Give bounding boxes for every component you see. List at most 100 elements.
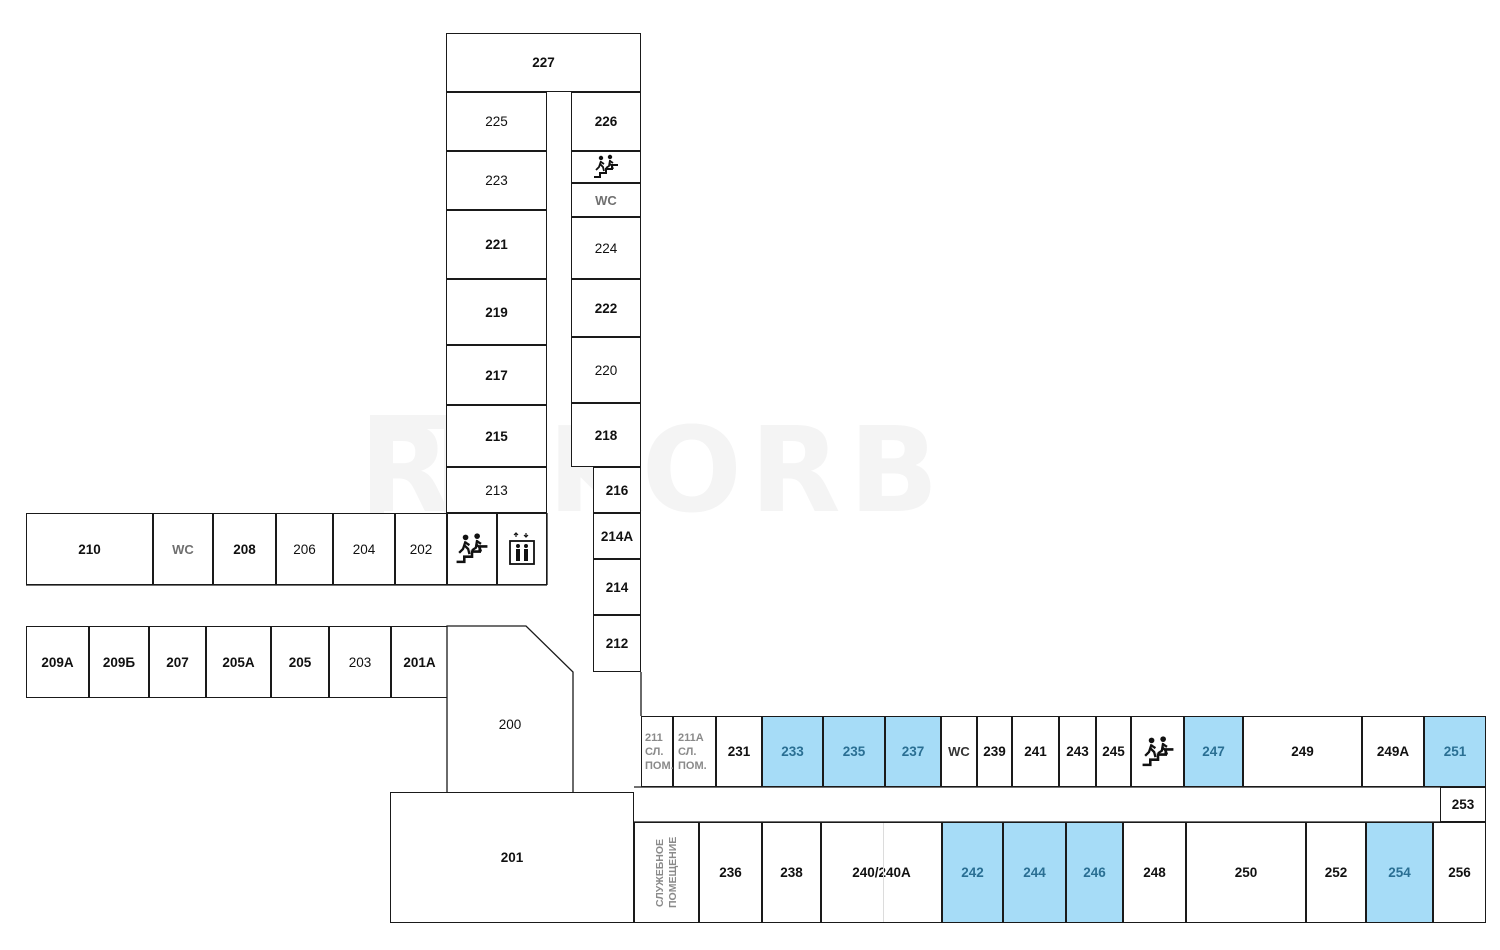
room-239[interactable]: 239 bbox=[977, 716, 1012, 787]
elevator-icon bbox=[509, 532, 535, 565]
room-200[interactable]: 200 bbox=[447, 690, 573, 758]
room-219[interactable]: 219 bbox=[446, 279, 547, 345]
elevator bbox=[497, 513, 547, 585]
room-label: 214 bbox=[605, 579, 629, 595]
room-224[interactable]: 224 bbox=[571, 217, 641, 279]
room-244[interactable]: 244 bbox=[1003, 822, 1066, 923]
room-label: 225 bbox=[485, 114, 508, 129]
room-218[interactable]: 218 bbox=[571, 403, 641, 467]
room-236[interactable]: 236 bbox=[699, 822, 762, 923]
room-252[interactable]: 252 bbox=[1306, 822, 1366, 923]
stairs-226 bbox=[571, 151, 641, 183]
room-label: 208 bbox=[233, 541, 256, 557]
room-214a[interactable]: 214А bbox=[593, 513, 641, 559]
room-label: 202 bbox=[409, 541, 433, 557]
room-label: 235 bbox=[842, 744, 866, 759]
room-214[interactable]: 214 bbox=[593, 559, 641, 615]
room-label: 215 bbox=[485, 428, 508, 444]
wc-vertical: WC bbox=[571, 183, 641, 217]
room-243[interactable]: 243 bbox=[1059, 716, 1096, 787]
room-209a[interactable]: 209А bbox=[26, 626, 89, 698]
room-label: 205А bbox=[222, 654, 255, 670]
room-211a[interactable]: 211А СЛ. ПОМ. bbox=[673, 716, 716, 787]
room-label: 236 bbox=[719, 865, 742, 880]
room-label: 211 СЛ. ПОМ. bbox=[645, 731, 674, 772]
room-205a[interactable]: 205А bbox=[206, 626, 271, 698]
room-238[interactable]: 238 bbox=[762, 822, 821, 923]
wc-label: WC bbox=[595, 192, 617, 208]
room-210[interactable]: 210 bbox=[26, 513, 153, 585]
room-241[interactable]: 241 bbox=[1012, 716, 1059, 787]
room-208[interactable]: 208 bbox=[213, 513, 276, 585]
room-227[interactable]: 227 bbox=[446, 33, 641, 92]
stairs-icon bbox=[1142, 735, 1173, 766]
room-202[interactable]: 202 bbox=[395, 513, 447, 585]
room-249[interactable]: 249 bbox=[1243, 716, 1362, 787]
room-247[interactable]: 247 bbox=[1184, 716, 1243, 787]
room-201[interactable]: 201 bbox=[390, 792, 634, 923]
room-207[interactable]: 207 bbox=[149, 626, 206, 698]
room-212[interactable]: 212 bbox=[593, 615, 641, 672]
room-label: СЛУЖЕБНОЕ ПОМЕЩЕНИЕ bbox=[653, 836, 679, 909]
wc-label: WC bbox=[948, 744, 970, 759]
room-label: 249 bbox=[1291, 744, 1314, 759]
stairs-east bbox=[1131, 716, 1184, 787]
room-label: 256 bbox=[1448, 865, 1471, 880]
room-label: 245 bbox=[1102, 744, 1125, 759]
room-label: 247 bbox=[1202, 744, 1225, 759]
room-201a[interactable]: 201А bbox=[391, 626, 448, 698]
room-251[interactable]: 251 bbox=[1424, 716, 1486, 787]
room-label: 251 bbox=[1443, 744, 1467, 759]
room-213[interactable]: 213 bbox=[446, 467, 547, 513]
room-209b[interactable]: 209Б bbox=[89, 626, 149, 698]
room-label: 210 bbox=[78, 541, 101, 557]
room-248[interactable]: 248 bbox=[1123, 822, 1186, 923]
room-label: 240/240А bbox=[852, 865, 911, 880]
wc-east: WC bbox=[941, 716, 977, 787]
room-254[interactable]: 254 bbox=[1366, 822, 1433, 923]
room-200-shape bbox=[446, 625, 574, 794]
room-220[interactable]: 220 bbox=[571, 337, 641, 403]
room-245[interactable]: 245 bbox=[1096, 716, 1131, 787]
room-label: 209А bbox=[41, 654, 74, 670]
room-label: 252 bbox=[1324, 865, 1348, 880]
service-room[interactable]: СЛУЖЕБНОЕ ПОМЕЩЕНИЕ bbox=[634, 822, 699, 923]
room-label: 244 bbox=[1023, 865, 1046, 880]
room-label: 253 bbox=[1451, 797, 1475, 812]
stairs-west bbox=[447, 513, 497, 585]
room-235[interactable]: 235 bbox=[823, 716, 885, 787]
room-253[interactable]: 253 bbox=[1440, 787, 1486, 822]
room-label: 221 bbox=[485, 237, 508, 252]
room-233[interactable]: 233 bbox=[762, 716, 823, 787]
room-205[interactable]: 205 bbox=[271, 626, 329, 698]
room-226[interactable]: 226 bbox=[571, 92, 641, 151]
room-217[interactable]: 217 bbox=[446, 345, 547, 405]
room-221[interactable]: 221 bbox=[446, 210, 547, 279]
room-label: 227 bbox=[532, 55, 555, 70]
stairs-icon bbox=[594, 154, 618, 178]
room-label: 205 bbox=[288, 654, 312, 670]
room-215[interactable]: 215 bbox=[446, 405, 547, 467]
room-divider bbox=[883, 823, 884, 922]
room-label: 201А bbox=[403, 654, 436, 670]
room-222[interactable]: 222 bbox=[571, 279, 641, 337]
room-204[interactable]: 204 bbox=[333, 513, 395, 585]
room-246[interactable]: 246 bbox=[1066, 822, 1123, 923]
room-223[interactable]: 223 bbox=[446, 151, 547, 210]
room-203[interactable]: 203 bbox=[329, 626, 391, 698]
room-label: 222 bbox=[594, 300, 618, 316]
room-label: 219 bbox=[485, 304, 508, 320]
room-206[interactable]: 206 bbox=[276, 513, 333, 585]
room-240-240a[interactable]: 240/240А bbox=[821, 822, 942, 923]
room-label: 218 bbox=[594, 427, 618, 443]
room-242[interactable]: 242 bbox=[942, 822, 1003, 923]
room-label: 211А СЛ. ПОМ. bbox=[678, 731, 707, 772]
room-label: 243 bbox=[1066, 744, 1089, 759]
room-225[interactable]: 225 bbox=[446, 92, 547, 151]
room-256[interactable]: 256 bbox=[1433, 822, 1486, 923]
room-231[interactable]: 231 bbox=[716, 716, 762, 787]
room-216[interactable]: 216 bbox=[593, 467, 641, 513]
room-250[interactable]: 250 bbox=[1186, 822, 1306, 923]
